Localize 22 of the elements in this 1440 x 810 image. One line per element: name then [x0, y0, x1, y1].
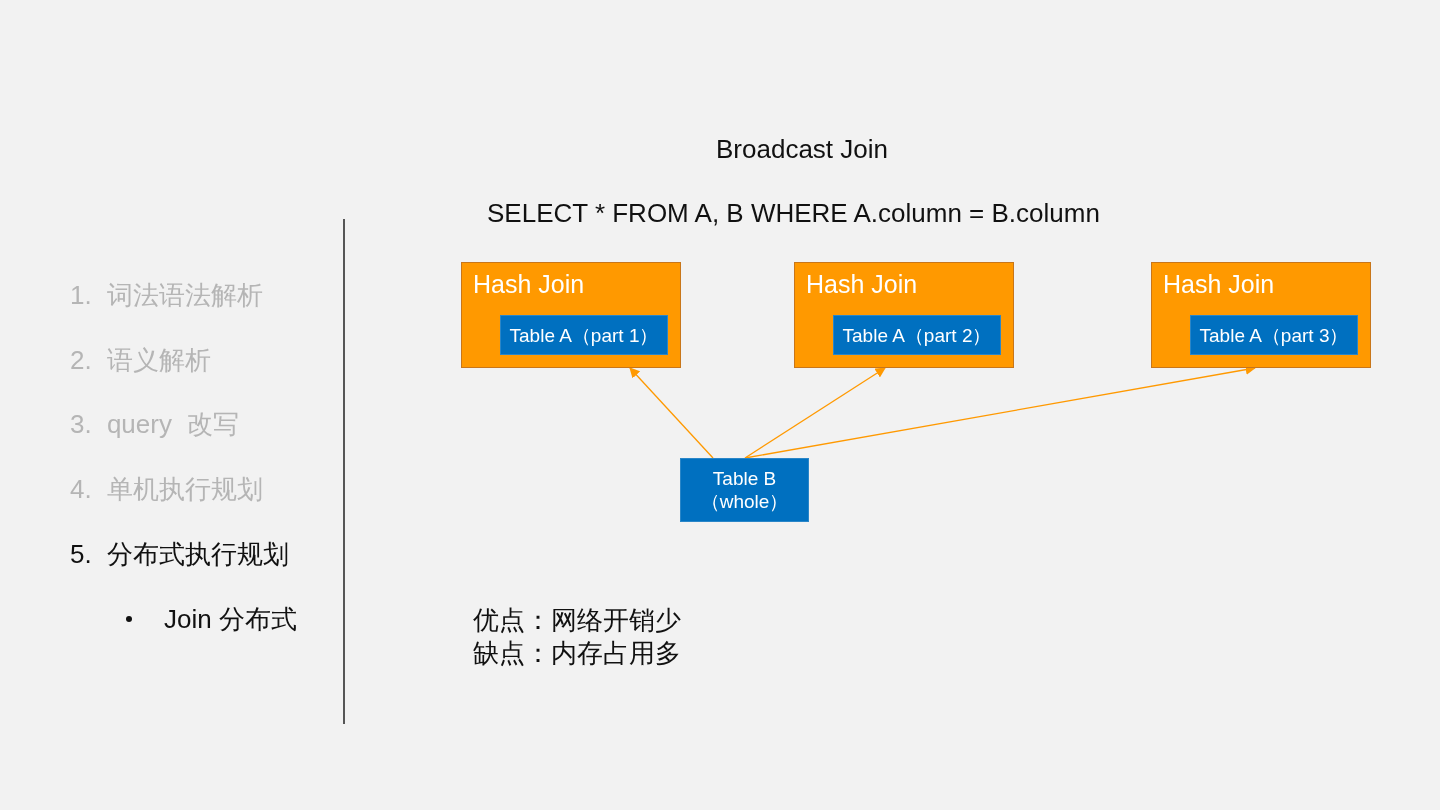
menu-item: 5. 分布式执行规划 [70, 538, 289, 571]
note-text: 优点：网络开销少 [473, 604, 681, 637]
table-box: Table A（part 1） [500, 315, 668, 355]
note-text: 缺点：内存占用多 [473, 637, 681, 670]
submenu-item: Join 分布式 [164, 603, 297, 636]
box-title: Hash Join [1163, 270, 1275, 299]
menu-item: 2. 语义解析 [70, 344, 211, 377]
slide-title: Broadcast Join [716, 134, 888, 165]
menu-item: 4. 单机执行规划 [70, 473, 263, 506]
hash-join-box [1151, 262, 1371, 368]
menu-item: 3. query 改写 [70, 408, 240, 441]
arrow [629, 367, 714, 459]
box-title: Hash Join [473, 270, 585, 299]
table-box: Table B （whole） [680, 458, 809, 522]
arrow [744, 367, 886, 459]
table-box: Table A（part 2） [833, 315, 1001, 355]
table-box: Table A（part 3） [1190, 315, 1358, 355]
menu-item: 1. 词法语法解析 [70, 279, 263, 312]
sql-query: SELECT * FROM A, B WHERE A.column = B.column [487, 198, 1100, 229]
box-title: Hash Join [806, 270, 918, 299]
hash-join-box [794, 262, 1014, 368]
hash-join-box [461, 262, 681, 368]
